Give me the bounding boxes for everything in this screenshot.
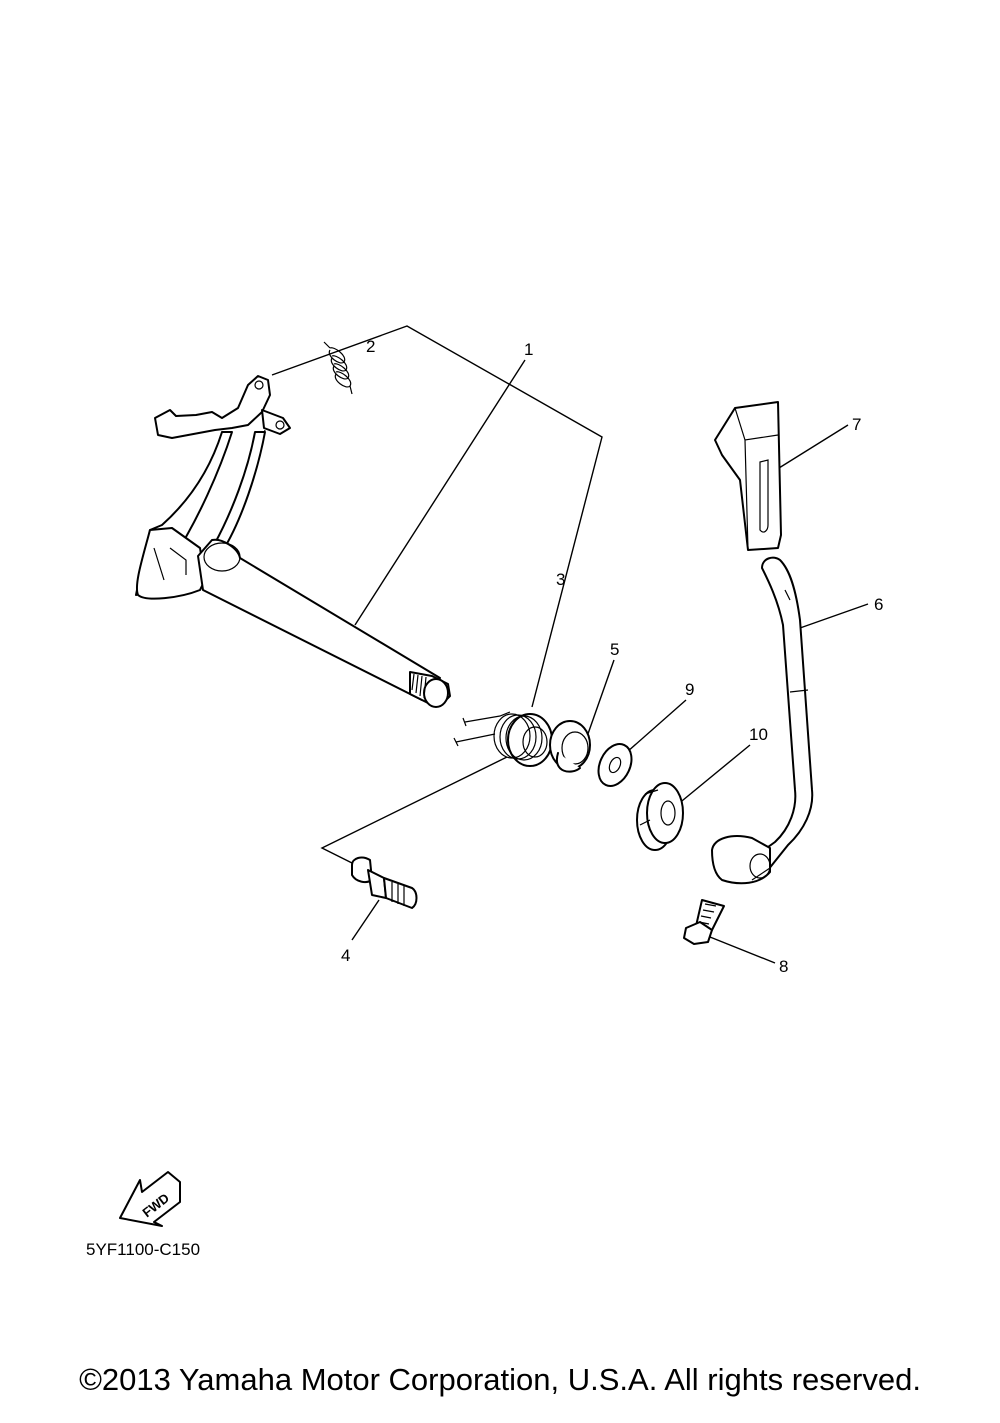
callout-6: 6 — [874, 595, 883, 614]
callout-1: 1 — [524, 340, 533, 359]
callout-7: 7 — [852, 415, 861, 434]
washer-part-9 — [597, 743, 633, 787]
pedal-rubber-part-7 — [714, 401, 782, 551]
callout-10: 10 — [749, 725, 768, 744]
collar-part-5 — [549, 720, 591, 773]
callout-3: 3 — [556, 570, 565, 589]
callout-9: 9 — [685, 680, 694, 699]
fwd-arrow-icon: FWD — [119, 1171, 181, 1227]
stud-bolt-part-4 — [351, 856, 418, 909]
oil-seal-part-10 — [636, 782, 684, 851]
shift-shaft-part-1 — [135, 375, 451, 708]
copyright-notice: ©2013 Yamaha Motor Corporation, U.S.A. A… — [79, 1362, 921, 1397]
shift-pedal-part-6 — [711, 556, 814, 885]
callout-4: 4 — [341, 946, 350, 965]
bolt-part-8 — [683, 899, 725, 945]
spring-part-2 — [323, 341, 353, 395]
callout-5: 5 — [610, 640, 619, 659]
leader-lines — [271, 325, 869, 964]
diagram-code: 5YF1100-C150 — [86, 1240, 200, 1259]
torsion-spring-part-3 — [453, 711, 553, 767]
callout-labels: 1 2 3 4 5 6 7 8 9 10 — [341, 337, 883, 976]
callout-2: 2 — [366, 337, 375, 356]
callout-8: 8 — [779, 957, 788, 976]
